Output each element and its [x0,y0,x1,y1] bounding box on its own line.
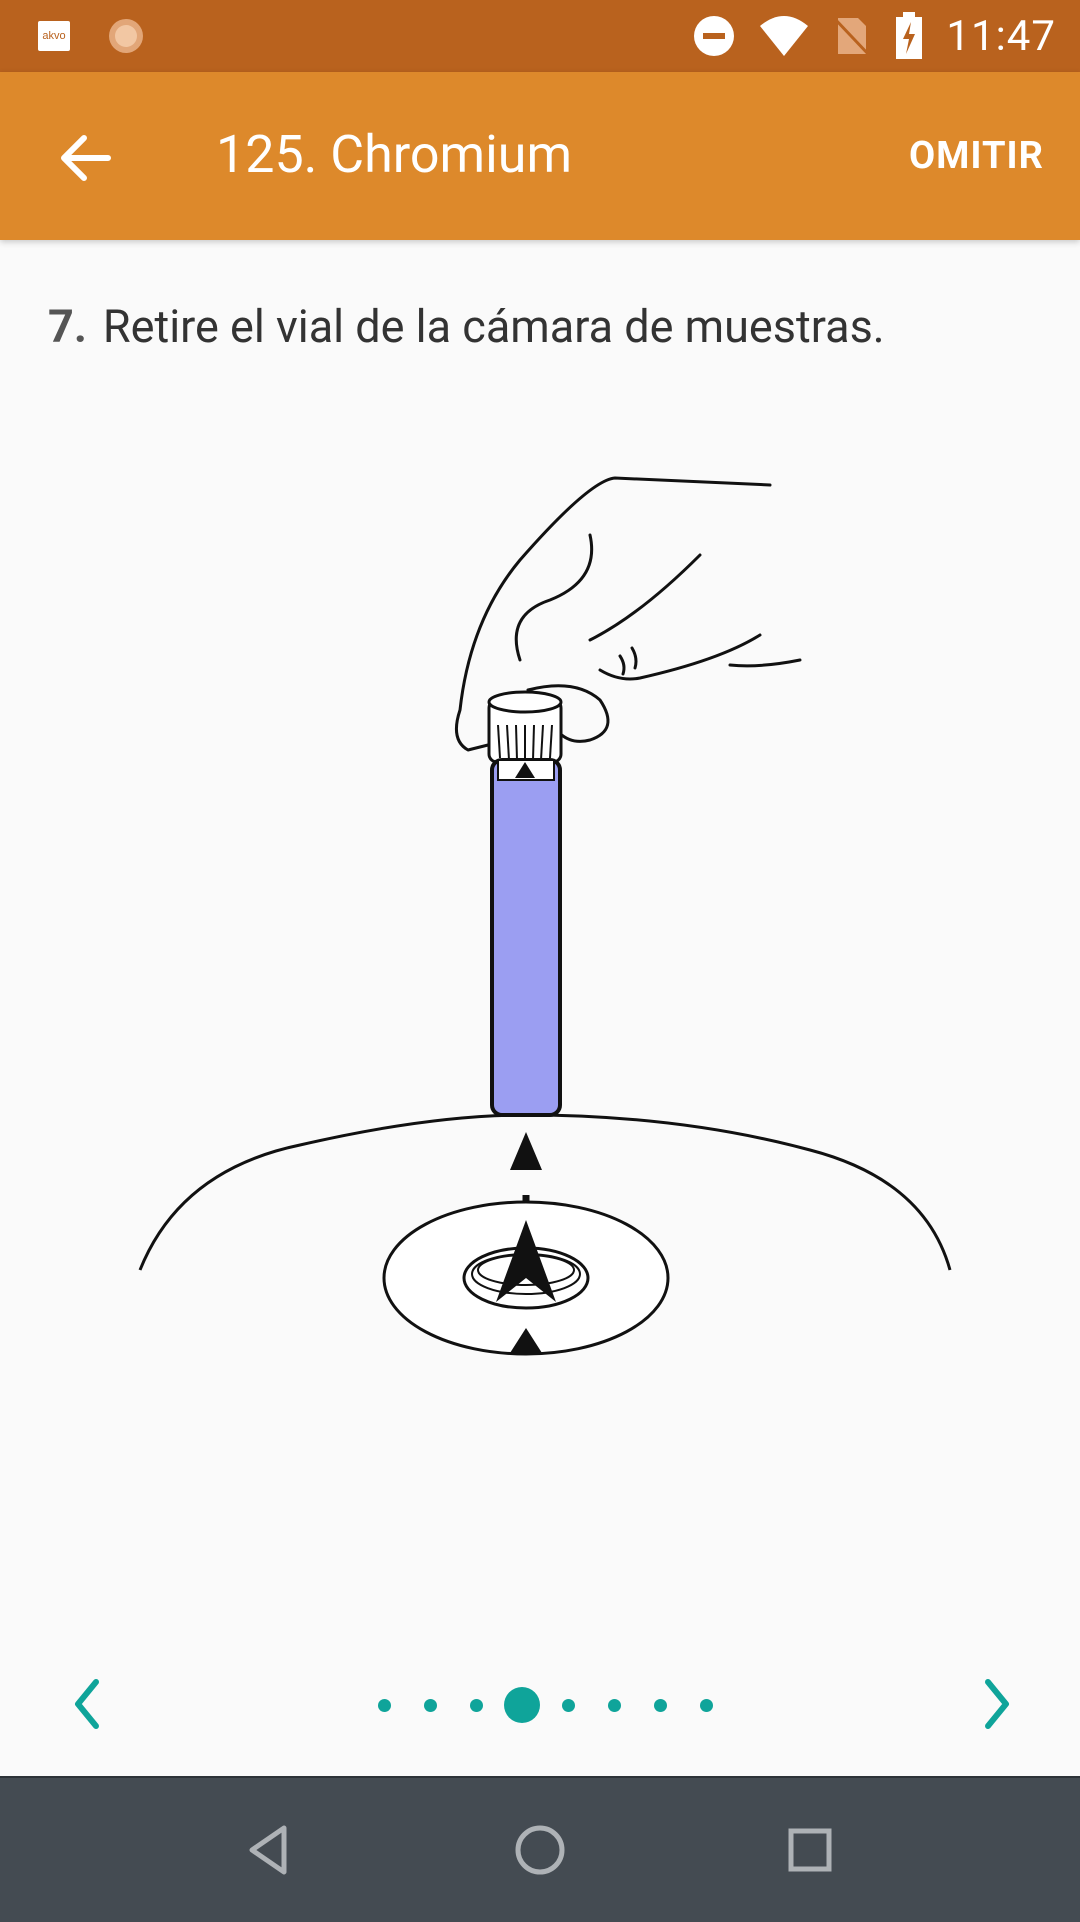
home-circle-icon[interactable] [504,1814,576,1886]
page-title: 125. Chromium [216,124,573,185]
akvo-icon: akvo [38,21,70,51]
page-dot[interactable] [653,1698,667,1712]
back-triangle-icon[interactable] [234,1814,306,1886]
battery-charging-icon [896,12,923,59]
instruction-text: 7. Retire el vial de la cámara de muestra… [48,300,1040,353]
do-not-disturb-icon [694,16,735,56]
page-dot[interactable] [699,1698,713,1712]
vial [490,758,562,1117]
chevron-left-icon[interactable] [60,1674,120,1734]
page-dot[interactable] [607,1698,621,1712]
hand-drawing [454,476,772,752]
clock: 11:47 [946,11,1056,61]
step-number: 7. [48,300,87,353]
page-dot[interactable] [561,1698,575,1712]
status-bar: akvo 11:47 [0,0,1080,72]
recents-square-icon[interactable] [774,1814,846,1886]
instrument-surface [138,1113,952,1271]
page-dot[interactable] [423,1698,437,1712]
step-text: Retire el vial de la cámara de muestras. [102,300,885,353]
no-sim-icon [833,16,872,58]
chevron-right-icon[interactable] [968,1674,1028,1734]
skip-button[interactable]: OMITIR [908,134,1044,178]
page-dot-active[interactable] [504,1687,540,1723]
page-dot[interactable] [377,1698,391,1712]
instruction-illustration [138,476,952,1356]
page-dot[interactable] [469,1698,483,1712]
system-nav-bar [0,1776,1080,1922]
app-bar: 125. Chromium OMITIR [0,72,1080,240]
wifi-icon [760,16,809,56]
sun-icon [109,19,143,53]
step-pager [0,1660,1080,1750]
arrow-back-icon[interactable] [56,132,112,184]
